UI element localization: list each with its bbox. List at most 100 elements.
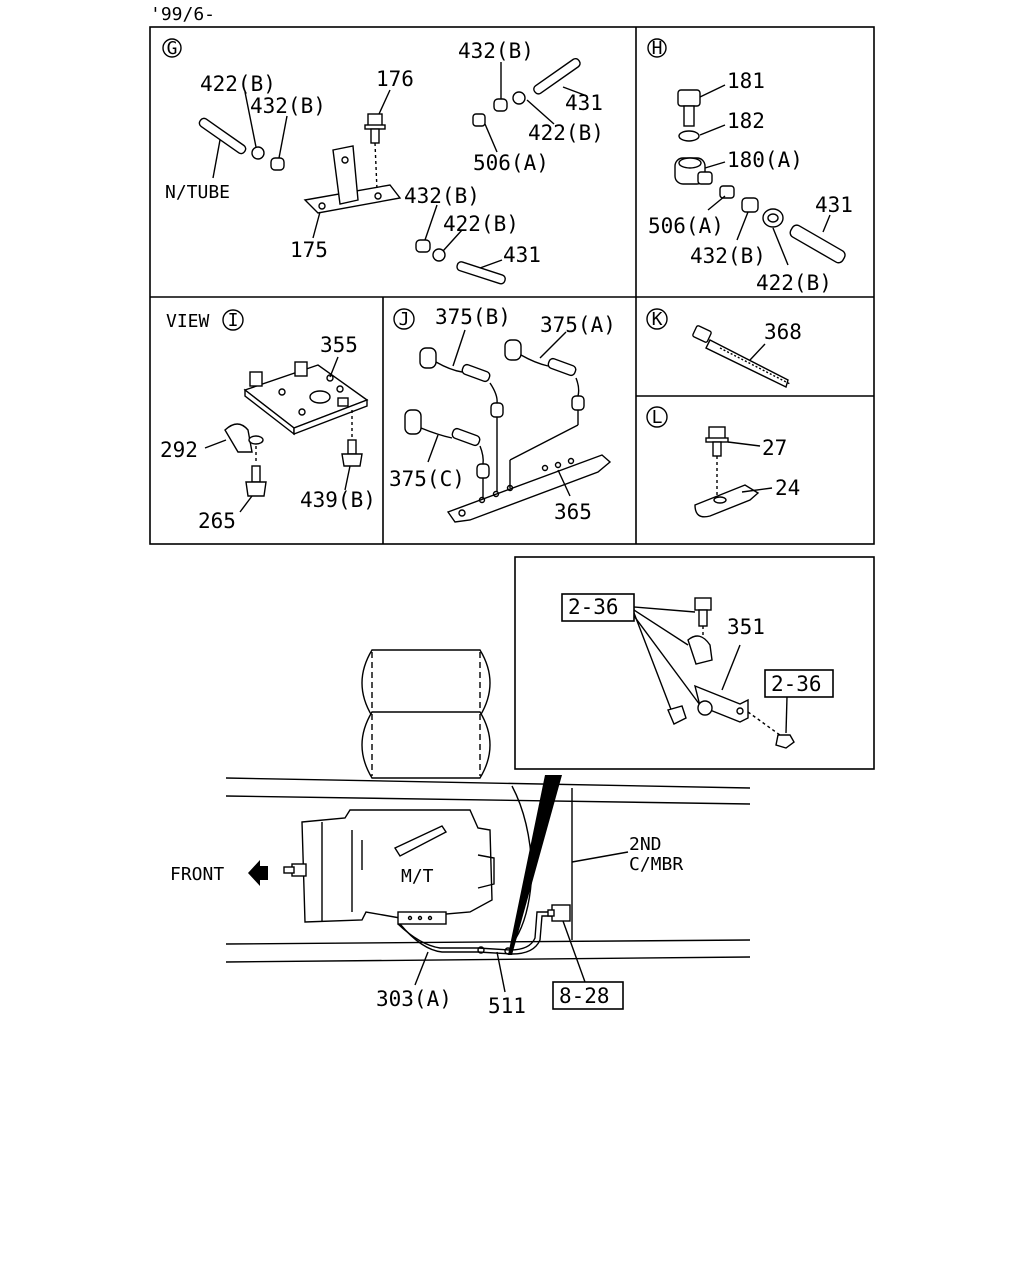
insert-506a-h <box>719 185 735 199</box>
panel-g: G 422(B) 432(B) N/TUBE 176 175 <box>162 38 604 285</box>
eye-bolt-180a <box>674 157 713 185</box>
label-422b-h: 422(B) <box>756 271 832 295</box>
sleeve-432b-low <box>415 239 431 253</box>
nut-422b-top <box>512 91 526 105</box>
detail-clip-assembly: 2-36 2-36 351 <box>561 593 834 749</box>
panel-i-marker: I <box>228 310 239 331</box>
detail-box <box>514 556 875 770</box>
tube-431-h <box>789 224 846 264</box>
label-175: 175 <box>290 238 328 262</box>
label-431-top: 431 <box>565 91 603 115</box>
label-303a: 303(A) <box>376 987 452 1011</box>
label-511: 511 <box>488 994 526 1018</box>
label-506a-h: 506(A) <box>648 214 724 238</box>
panel-j-marker: J <box>399 309 410 330</box>
label-432b-h: 432(B) <box>690 244 766 268</box>
nut-detail-left <box>667 705 687 725</box>
clip-292 <box>224 423 264 453</box>
label-292: 292 <box>160 438 198 462</box>
panel-l: L 27 24 <box>646 406 800 518</box>
label-432b-top: 432(B) <box>458 39 534 63</box>
connector-bracket <box>551 904 571 922</box>
label-182: 182 <box>727 109 765 133</box>
panel-j: J 375(B) <box>389 305 616 524</box>
label-439b: 439(B) <box>300 488 376 512</box>
label-27: 27 <box>762 436 787 460</box>
member-line2: C/MBR <box>629 854 683 875</box>
clip-detail <box>687 635 713 665</box>
detail-pointer <box>508 775 562 955</box>
label-ntube: N/TUBE <box>165 182 230 203</box>
panel-k-marker-circle <box>646 308 668 330</box>
label-355: 355 <box>320 333 358 357</box>
panel-grid <box>149 26 875 545</box>
label-265: 265 <box>198 509 236 533</box>
sleeve-432b-top <box>493 98 508 112</box>
ref-2-36-a: 2-36 <box>568 595 619 619</box>
date-code: '99/6- <box>150 4 215 25</box>
bracket-365 <box>446 454 612 523</box>
label-24: 24 <box>775 476 800 500</box>
bolt-181 <box>677 89 701 127</box>
tube-431-low <box>456 261 506 285</box>
panel-i: VIEW I 355 292 265 <box>160 309 376 533</box>
panel-l-marker-circle <box>646 406 668 428</box>
bolt-2-36 <box>694 597 712 627</box>
washer-182 <box>678 130 700 142</box>
ref-8-28: 8-28 <box>559 984 610 1008</box>
ref-2-36-b: 2-36 <box>771 672 822 696</box>
tube-431-top <box>533 57 581 95</box>
label-180a: 180(A) <box>727 148 803 172</box>
sleeve-432b-left <box>270 157 285 171</box>
ref-box-2-36-b <box>764 669 834 698</box>
label-375c: 375(C) <box>389 467 465 491</box>
ref-box-8-28 <box>552 981 624 1010</box>
panel-i-marker-circle <box>222 309 244 331</box>
label-front: FRONT <box>170 864 224 885</box>
label-432b-low: 432(B) <box>404 184 480 208</box>
panel-h-marker-circle <box>647 38 667 58</box>
nut-detail <box>775 734 795 749</box>
panel-g-marker-circle <box>162 38 182 58</box>
label-375a: 375(A) <box>540 313 616 337</box>
cable-tie-368 <box>692 325 791 388</box>
main-view: 2ND C/MBR M/T FRONT 303(A) <box>170 649 751 1018</box>
shift-lever <box>393 825 448 857</box>
cable-375c <box>404 409 490 498</box>
sleeve-432b-h <box>741 197 759 213</box>
nut-422b-low <box>432 248 446 262</box>
bolt-439b <box>341 439 363 467</box>
transmission <box>283 809 495 925</box>
bolt-176 <box>364 113 386 144</box>
panel-h-marker: H <box>652 38 663 59</box>
nut-422b-h <box>762 208 784 228</box>
member-line1: 2ND <box>629 834 662 855</box>
bolt-265 <box>245 465 267 497</box>
label-375b: 375(B) <box>435 305 511 329</box>
panel-h: H 181 182 180(A) 506(A) 432(B) 422(B) <box>647 38 853 295</box>
plate-355 <box>243 361 369 436</box>
label-432b-left: 432(B) <box>250 94 326 118</box>
label-422b-left: 422(B) <box>200 72 276 96</box>
label-181: 181 <box>727 69 765 93</box>
label-422b-low: 422(B) <box>443 212 519 236</box>
cable-375a <box>504 339 585 488</box>
label-351: 351 <box>727 615 765 639</box>
panel-l-marker: L <box>652 407 663 428</box>
bracket-175 <box>303 145 402 214</box>
panel-g-marker: G <box>167 38 178 59</box>
panel-k: K 368 <box>646 308 802 388</box>
nut-422b-left <box>251 146 265 160</box>
air-tank-lower <box>361 711 491 779</box>
label-431-low: 431 <box>503 243 541 267</box>
cable-375b <box>419 347 504 492</box>
air-tank-upper <box>361 649 491 717</box>
label-431-h: 431 <box>815 193 853 217</box>
insert-506a <box>472 113 486 127</box>
panel-k-marker: K <box>652 309 663 330</box>
cable-303a <box>397 911 552 951</box>
label-422b-top: 422(B) <box>528 121 604 145</box>
label-506a: 506(A) <box>473 151 549 175</box>
view-prefix: VIEW <box>166 311 210 332</box>
